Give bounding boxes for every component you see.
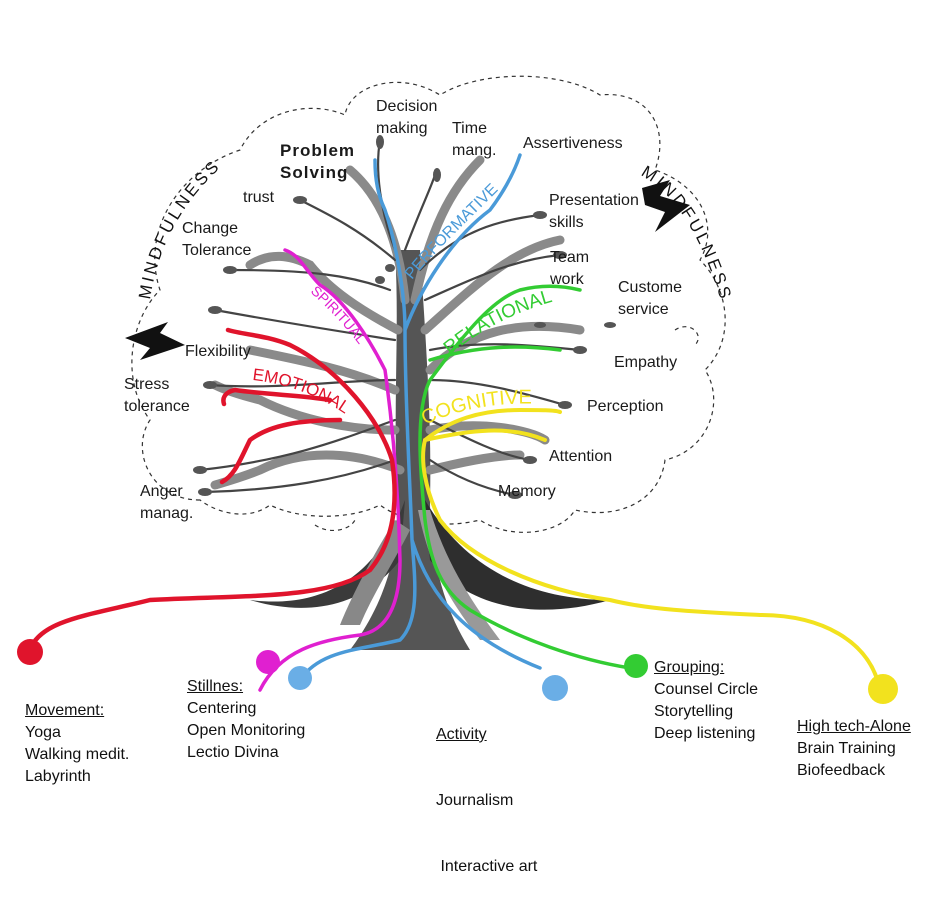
skill-change-tolerance: Change Tolerance	[182, 220, 252, 259]
practice-group-high-tech-alone: High tech-Alone Brain Training Biofeedba…	[797, 716, 911, 782]
practice-heading: Grouping:	[654, 659, 725, 676]
tree-drawing: MINDFULNESS MINDFULNESS SPIRITUAL EMOTIO…	[17, 75, 898, 704]
practice-group-movement: Movement: Yoga Walking medit. Labyrinth	[25, 700, 129, 788]
skill-flexibility: Flexibility	[185, 343, 251, 360]
practice-item: Journalism	[436, 792, 514, 809]
practice-dots	[17, 639, 898, 704]
practice-item: Counsel Circle	[654, 681, 759, 698]
practice-heading: Stillnes:	[187, 678, 244, 695]
skill-presentation-skills: Presentation skills	[549, 192, 639, 231]
hightech-dot	[868, 674, 898, 704]
practice-heading: Movement:	[25, 702, 105, 719]
practice-group-activity: Activity Journalism Interactive art	[436, 680, 537, 900]
stillnes-dot	[256, 650, 280, 674]
skill-assertiveness: Assertiveness	[523, 135, 623, 152]
practice-group-stillnes: Stillnes: Centering Open Monitoring Lect…	[187, 676, 305, 764]
cognitive-branch	[421, 408, 882, 692]
practice-item: Interactive art	[436, 858, 538, 875]
skill-attention: Attention	[549, 448, 613, 465]
skill-stress-tolerance: Stress tolerance	[124, 376, 190, 415]
practice-heading: Activity	[436, 726, 487, 743]
cloud-outline	[131, 75, 726, 533]
activity-dot	[542, 675, 568, 701]
performative-branch	[298, 153, 542, 682]
practice-item: Brain Training	[797, 740, 896, 757]
leaves	[193, 135, 616, 499]
relational-branch	[418, 284, 632, 670]
practice-item: Labyrinth	[25, 768, 91, 785]
skill-time-mang: Time mang.	[452, 120, 497, 159]
practice-item: Storytelling	[654, 703, 734, 720]
skill-memory: Memory	[498, 483, 556, 500]
emotional-branch	[27, 327, 397, 653]
skill-team-work: Team work	[550, 249, 590, 288]
grouping-dot	[624, 654, 648, 678]
stillnes-dot-2	[288, 666, 312, 690]
practice-item: Lectio Divina	[187, 744, 279, 761]
practice-heading: High tech-Alone	[797, 718, 911, 735]
skill-perception: Perception	[587, 398, 664, 415]
practice-item: Deep listening	[654, 725, 756, 742]
skill-customer-service: Custome service	[618, 279, 683, 318]
practice-item: Biofeedback	[797, 762, 886, 779]
practice-item: Open Monitoring	[187, 722, 306, 739]
skill-decision-making: Decision making	[376, 98, 438, 137]
practice-item: Walking medit.	[25, 746, 130, 763]
lightning-right-icon	[642, 180, 690, 232]
practice-item: Yoga	[25, 724, 61, 741]
skill-anger-manag: Anger manag.	[140, 483, 194, 522]
mindfulness-tree-diagram: MINDFULNESS MINDFULNESS SPIRITUAL EMOTIO…	[17, 75, 911, 875]
lightning-left-icon	[125, 322, 185, 360]
practice-group-grouping: Grouping: Counsel Circle Storytelling De…	[654, 657, 758, 745]
practice-item: Centering	[187, 700, 257, 717]
skill-problem-solving: Problem Solving	[280, 141, 356, 182]
skill-trust: trust	[243, 189, 275, 206]
skill-empathy: Empathy	[614, 354, 678, 371]
movement-dot	[17, 639, 43, 665]
